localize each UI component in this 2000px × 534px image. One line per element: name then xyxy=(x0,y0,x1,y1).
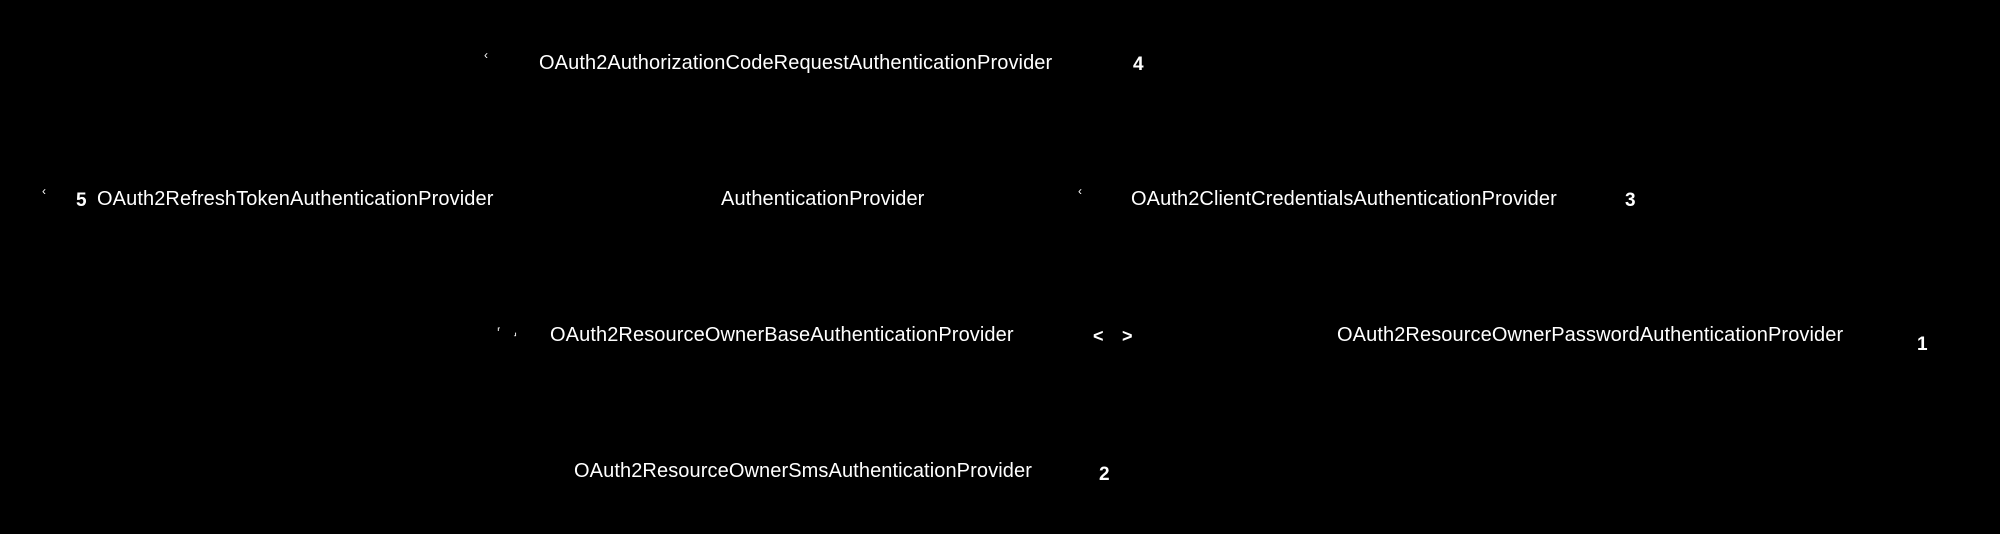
node-resource-owner-password-provider: OAuth2ResourceOwnerPasswordAuthenticatio… xyxy=(1337,324,1844,346)
arrow-tip-icon: ‹ xyxy=(42,184,46,198)
node-authentication-provider: AuthenticationProvider xyxy=(721,188,925,210)
arrow-tip-icon: ‹ xyxy=(1078,184,1082,198)
bracket-icon: ⸢ xyxy=(497,327,501,338)
arrow-tip-icon: ‹ xyxy=(484,48,488,62)
right-arrow-icon: > xyxy=(1122,326,1133,346)
bracket-icon: ⸥ xyxy=(513,327,517,338)
badge-authorization-code: 4 xyxy=(1133,54,1144,75)
badge-resource-owner-password: 1 xyxy=(1917,334,1928,355)
left-arrow-icon: < xyxy=(1093,326,1104,346)
badge-client-credentials: 3 xyxy=(1625,190,1636,211)
node-refresh-token-provider: OAuth2RefreshTokenAuthenticationProvider xyxy=(97,188,494,210)
node-resource-owner-sms-provider: OAuth2ResourceOwnerSmsAuthenticationProv… xyxy=(574,460,1032,482)
badge-resource-owner-sms: 2 xyxy=(1099,464,1110,485)
node-client-credentials-provider: OAuth2ClientCredentialsAuthenticationPro… xyxy=(1131,188,1557,210)
node-authorization-code-provider: OAuth2AuthorizationCodeRequestAuthentica… xyxy=(539,52,1053,74)
node-resource-owner-base-provider: OAuth2ResourceOwnerBaseAuthenticationPro… xyxy=(550,324,1014,346)
badge-refresh-token: 5 xyxy=(76,190,87,211)
